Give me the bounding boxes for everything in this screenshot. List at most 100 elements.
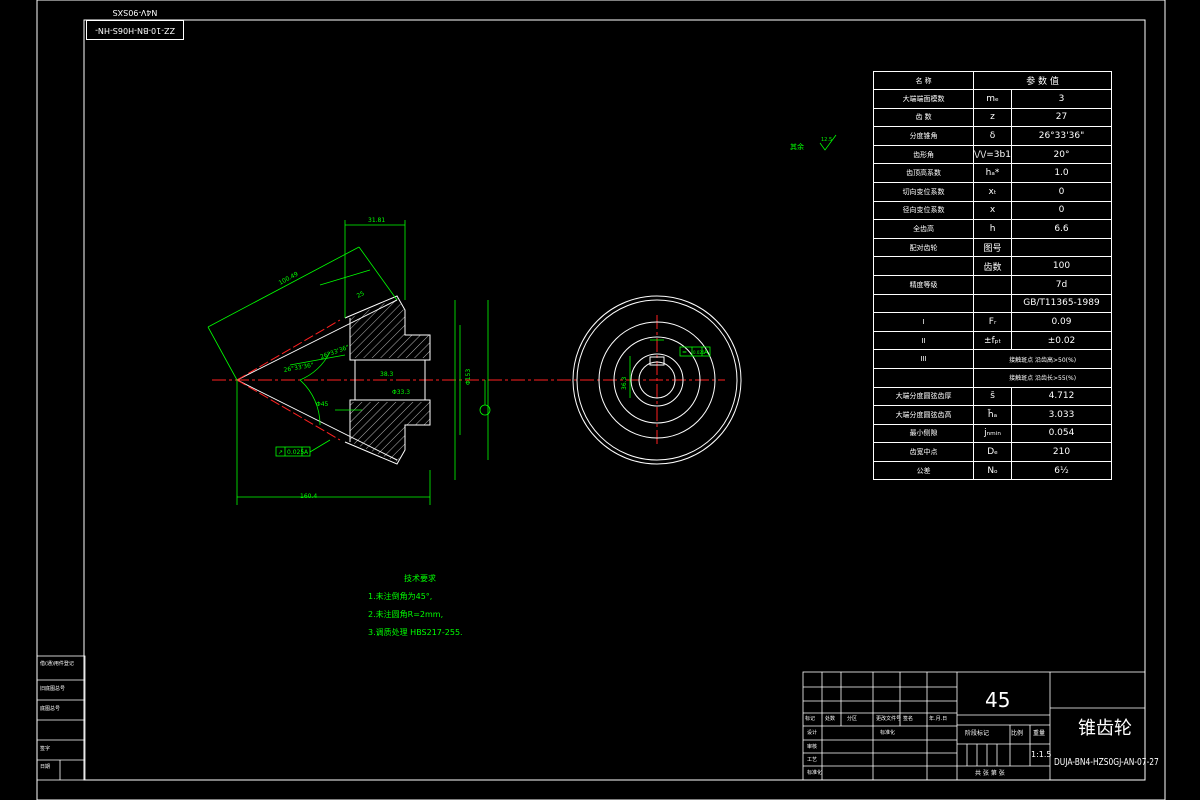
- dim-keyway: 38.3: [380, 371, 394, 378]
- param-value: 7d: [1010, 274, 1113, 295]
- sheet-inner-border: [83, 19, 1146, 781]
- title-block-role: 设计: [807, 730, 818, 736]
- svg-text:0.020: 0.020: [693, 350, 705, 355]
- param-symbol: 图号: [973, 237, 1012, 258]
- param-name: [872, 367, 975, 388]
- param-name: [872, 293, 975, 314]
- drawing-code-mirrored: ZZ-10-BN-H06S-HN-N4V-90SXS: [86, 8, 184, 40]
- param-name: 大端分度圆弦齿高: [872, 405, 975, 425]
- dim-angle-2: 26°33'36": [283, 362, 314, 374]
- title-weight-label: 重量: [1033, 730, 1046, 737]
- tech-req-title: 技术要求: [404, 574, 436, 583]
- param-name: 分度锥角: [872, 126, 975, 146]
- end-view: [572, 295, 742, 465]
- param-symbol: Dₑ: [973, 442, 1012, 462]
- tech-req-item-1: 1.未注倒角为45°,: [368, 592, 433, 601]
- roughness-value: 12.5: [821, 137, 832, 143]
- param-value: 3.033: [1010, 405, 1113, 425]
- svg-text:36.3: 36.3: [621, 376, 628, 390]
- param-symbol: 齿数: [973, 256, 1012, 276]
- datum-a: [479, 380, 491, 416]
- svg-text:A: A: [704, 349, 709, 356]
- param-value: GB/T11365-1989: [1010, 293, 1113, 314]
- param-value: 0.054: [1010, 423, 1113, 444]
- title-scale-value: 1:1.5: [1031, 750, 1052, 759]
- param-symbol: z: [973, 107, 1012, 128]
- title-material: 45: [985, 688, 1011, 712]
- param-row: II±fₚₜ±0.02: [872, 330, 1113, 351]
- param-name: II: [872, 330, 975, 351]
- param-symbol: h: [973, 219, 1012, 239]
- end-view-dim-text: 36.3 = 0.020 A: [621, 349, 709, 390]
- roughness-symbol: [819, 134, 837, 151]
- tech-req-item-2: 2.未注圆角R=2mm,: [368, 610, 444, 619]
- roughness-note: 其余: [790, 142, 804, 151]
- param-name: 大端端面模数: [872, 89, 975, 109]
- title-stage-label: 阶段标记: [965, 730, 990, 737]
- title-block-lines: [802, 671, 1146, 781]
- param-value: 6.6: [1010, 219, 1113, 239]
- left-stack-label: 日期: [40, 764, 51, 770]
- dim-outer-len: 31.81: [368, 217, 385, 224]
- left-stack-label: 底图总号: [40, 706, 61, 712]
- param-name: 齿宽中点: [872, 442, 975, 462]
- param-symbol: s̄: [973, 386, 1012, 407]
- param-symbol: Fᵣ: [973, 312, 1012, 332]
- param-table-header: 名 称参 数 值: [872, 71, 1112, 90]
- param-name: 切向变位系数: [872, 181, 975, 202]
- title-block-header-cell: 处数: [825, 716, 836, 722]
- dim-hub: Φ45: [316, 401, 329, 408]
- param-symbol: [973, 274, 1012, 295]
- param-value: 3: [1010, 89, 1113, 109]
- param-value: 4.712: [1010, 386, 1113, 407]
- title-block-header-cell: 年.月.日: [929, 716, 948, 722]
- param-value: 0.09: [1010, 312, 1113, 332]
- title-block-header-cell: 签名: [903, 716, 914, 722]
- section-dimensions: [207, 220, 489, 505]
- param-symbol: mₑ: [973, 89, 1012, 109]
- param-symbol: x: [973, 200, 1012, 221]
- param-value: 0: [1010, 200, 1113, 221]
- title-block-header-cell: 标记: [805, 716, 816, 722]
- param-name: 配对齿轮: [872, 237, 975, 258]
- dim-angle-1: 26°33'36": [319, 344, 350, 361]
- dim-bore: Φ33.3: [392, 389, 410, 396]
- param-value: 1.0: [1010, 163, 1113, 183]
- left-stack-label: 签字: [40, 746, 51, 752]
- svg-text:=: =: [682, 349, 687, 356]
- param-symbol: δ: [973, 126, 1012, 146]
- param-value: [1010, 237, 1113, 258]
- param-value: 6½: [1010, 460, 1113, 481]
- param-name: 大端分度圆弦齿厚: [872, 386, 975, 407]
- param-value: 20°: [1010, 144, 1113, 165]
- svg-text:0.025: 0.025: [287, 449, 304, 456]
- param-name: 齿顶高系数: [872, 163, 975, 183]
- param-name: 最小侧隙: [872, 423, 975, 444]
- param-name: 径向变位系数: [872, 200, 975, 221]
- param-value: 27: [1010, 107, 1113, 128]
- hatch-bottom: [350, 402, 430, 462]
- title-block-role: 审核: [807, 744, 818, 750]
- left-stack-lines: [36, 655, 86, 781]
- param-header-name: 名 称: [872, 71, 975, 90]
- param-symbol: ±fₚₜ: [973, 330, 1012, 351]
- title-block-role: 标准化: [807, 770, 823, 776]
- param-symbol: hₐ*: [973, 163, 1012, 183]
- param-name: 全齿高: [872, 219, 975, 239]
- param-symbol: Nₒ: [973, 460, 1012, 481]
